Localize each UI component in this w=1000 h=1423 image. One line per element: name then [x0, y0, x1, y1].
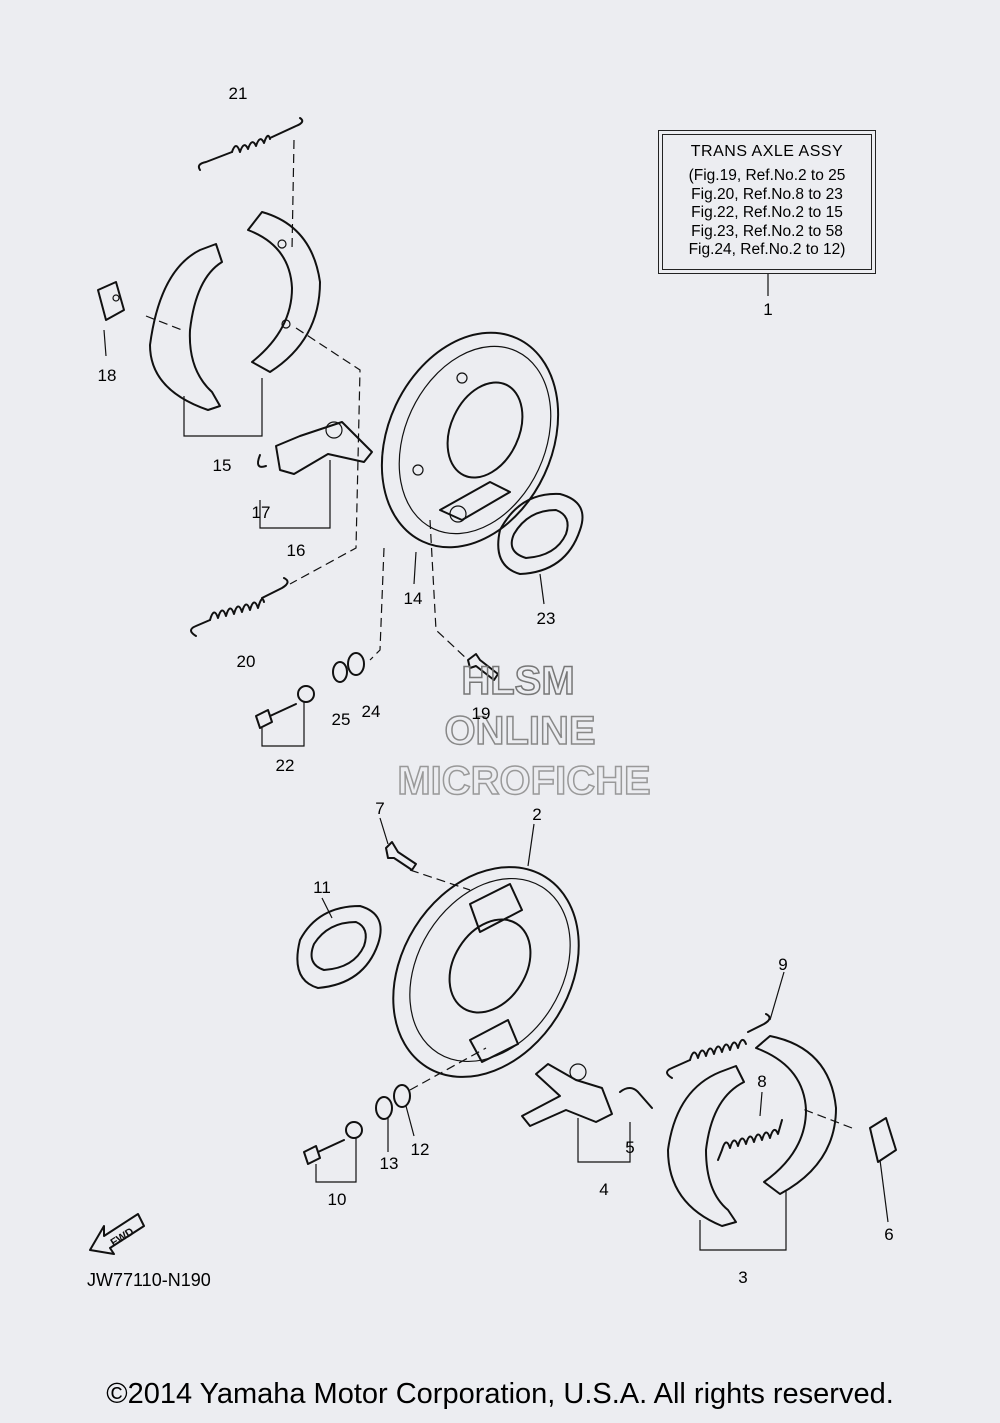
lever-17	[257, 421, 373, 475]
spring-9	[666, 1013, 771, 1079]
backing-plate-14	[380, 331, 560, 549]
assy-ref-line: Fig.20, Ref.No.8 to 23	[691, 185, 843, 203]
callout-24: 24	[362, 702, 381, 721]
assy-ref-line: Fig.24, Ref.No.2 to 12)	[688, 241, 846, 258]
brake-shoe-3	[667, 1035, 837, 1227]
washer-12	[393, 1084, 411, 1108]
bracket-10	[315, 1138, 357, 1183]
brake-shoe-15	[149, 211, 321, 411]
washer-13	[375, 1096, 393, 1120]
callout-20: 20	[237, 652, 256, 671]
assy-refs: (Fig.19, Ref.No.2 to 25 Fig.20, Ref.No.8…	[663, 167, 871, 260]
callout-17: 17	[252, 503, 271, 522]
callout-8: 8	[757, 1072, 766, 1091]
diagram-code: JW77110-N190	[87, 1270, 211, 1290]
callout-16: 16	[287, 541, 306, 560]
callout-4: 4	[599, 1180, 608, 1199]
clip-5	[619, 1087, 653, 1109]
assy-title: TRANS AXLE ASSY	[690, 143, 844, 160]
callout-25: 25	[332, 710, 351, 729]
boot-11	[296, 905, 382, 989]
callout-10: 10	[328, 1190, 347, 1209]
callout-18: 18	[98, 366, 117, 385]
callout-22: 22	[276, 756, 295, 775]
callout-11: 11	[313, 878, 331, 897]
callout-9: 9	[778, 955, 787, 974]
callout-5: 5	[625, 1138, 634, 1157]
callout-3: 3	[738, 1268, 747, 1287]
pad-6	[869, 1117, 897, 1163]
fwd-arrow-icon: FWD	[89, 1213, 145, 1255]
callout-6: 6	[884, 1225, 893, 1244]
watermark-line1: HLSM	[461, 659, 574, 703]
bracket-3	[699, 1190, 787, 1251]
callout-13: 13	[380, 1154, 399, 1173]
leader-dashes-bottom	[409, 869, 853, 1129]
callout-7: 7	[375, 799, 384, 818]
spring-8	[717, 1119, 783, 1161]
bracket-22	[261, 702, 305, 747]
leaders-top	[103, 329, 545, 605]
bolt-7	[385, 841, 417, 871]
assy-ref-line: Fig.22, Ref.No.2 to 15	[691, 204, 843, 221]
spring-20	[190, 577, 289, 637]
callout-21: 21	[229, 84, 248, 103]
assy-ref-line: Fig.23, Ref.No.2 to 58	[691, 222, 843, 240]
assy-ref-line: (Fig.19, Ref.No.2 to 25	[688, 167, 846, 184]
callout-15: 15	[213, 456, 232, 475]
washer-24	[347, 652, 365, 676]
bracket-15	[183, 378, 263, 437]
copyright-notice: ©2014 Yamaha Motor Corporation, U.S.A. A…	[106, 1378, 894, 1410]
callout-19: 19	[472, 704, 491, 723]
callout-2: 2	[532, 805, 541, 824]
callout-14: 14	[404, 589, 423, 608]
bracket-16	[259, 460, 331, 529]
callout-23: 23	[537, 609, 556, 628]
bracket-4	[577, 1118, 631, 1163]
callout-1: 1	[763, 300, 772, 319]
washer-25	[332, 661, 348, 683]
leaders-bottom	[321, 817, 889, 1223]
assy-box-inner: TRANS AXLE ASSY (Fig.19, Ref.No.2 to 25 …	[662, 134, 872, 270]
bolt-10	[303, 1121, 363, 1165]
boot-23	[497, 492, 584, 575]
callout-12: 12	[411, 1140, 430, 1159]
backing-plate-2	[392, 866, 580, 1078]
bolt-22	[255, 685, 315, 729]
leader-dashes-top	[145, 139, 469, 661]
spring-21	[197, 117, 304, 171]
trans-axle-assy-box: TRANS AXLE ASSY (Fig.19, Ref.No.2 to 25 …	[658, 130, 876, 274]
watermark-line3: MICROFICHE	[397, 759, 650, 803]
bolt-19	[467, 653, 499, 681]
watermark-line2: ONLINE	[444, 709, 595, 753]
lever-4	[521, 1063, 613, 1127]
pad-18	[97, 281, 125, 321]
